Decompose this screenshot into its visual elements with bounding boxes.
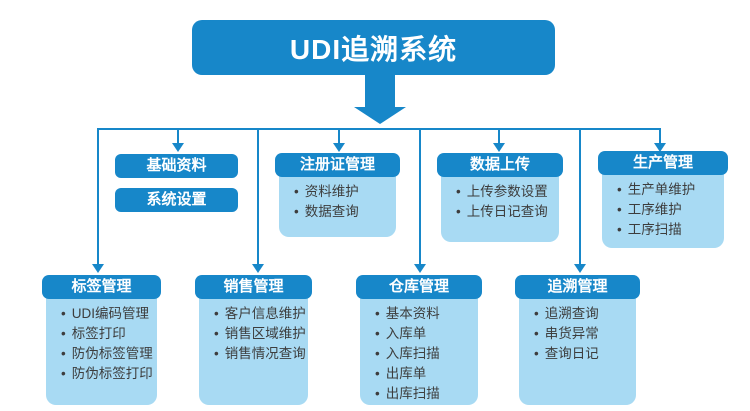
- panel-label-mgmt: 标签管理 UDI编码管理 标签打印 防伪标签管理 防伪标签打印: [42, 275, 161, 405]
- panel-item: 资料维护: [294, 182, 394, 202]
- panel-item: 防伪标签管理: [61, 344, 155, 364]
- panel-production: 生产管理 生产单维护 工序维护 工序扫描: [598, 151, 728, 248]
- root-arrow: [354, 75, 406, 124]
- panel-item: 入库单: [375, 324, 476, 344]
- panel-item: 销售区域维护: [214, 324, 306, 344]
- panel-data-upload: 数据上传 上传参数设置 上传日记查询: [437, 153, 563, 242]
- panel-item: 标签打印: [61, 324, 155, 344]
- drop-arrow-registration: [333, 143, 345, 152]
- panel-registration-body: 资料维护 数据查询: [279, 165, 396, 237]
- drop-arrow-sales: [252, 264, 264, 273]
- panel-sales-mgmt: 销售管理 客户信息维护 销售区域维护 销售情况查询: [195, 275, 312, 405]
- panel-production-title: 生产管理: [598, 151, 728, 175]
- drop-arrow-basic: [172, 143, 184, 152]
- panel-item: 数据查询: [294, 202, 394, 222]
- panel-trace-mgmt-body: 追溯查询 串货异常 查询日记: [519, 287, 636, 405]
- panel-trace-mgmt-title: 追溯管理: [515, 275, 640, 299]
- panel-item: 上传参数设置: [456, 182, 557, 202]
- drop-arrow-production: [654, 143, 666, 152]
- panel-data-upload-title: 数据上传: [437, 153, 563, 177]
- drop-arrow-trace: [574, 264, 586, 273]
- panel-item: 上传日记查询: [456, 202, 557, 222]
- panel-item: UDI编码管理: [61, 304, 155, 324]
- panel-warehouse-mgmt: 仓库管理 基本资料 入库单 入库扫描 出库单 出库扫描: [356, 275, 482, 405]
- panel-item-list: 客户信息维护 销售区域维护 销售情况查询: [199, 287, 308, 364]
- node-basic-data: 基础资料: [115, 154, 238, 178]
- panel-sales-mgmt-title: 销售管理: [195, 275, 312, 299]
- panel-item-list: UDI编码管理 标签打印 防伪标签管理 防伪标签打印: [46, 287, 157, 384]
- panel-sales-mgmt-body: 客户信息维护 销售区域维护 销售情况查询: [199, 287, 308, 405]
- panel-item: 生产单维护: [617, 180, 722, 200]
- drop-arrow-label: [92, 264, 104, 273]
- panel-data-upload-body: 上传参数设置 上传日记查询: [441, 165, 559, 242]
- drop-arrow-upload: [493, 143, 505, 152]
- panel-item: 工序扫描: [617, 220, 722, 240]
- panel-item-list: 基本资料 入库单 入库扫描 出库单 出库扫描: [360, 287, 478, 404]
- drop-arrow-warehouse: [414, 264, 426, 273]
- panel-production-body: 生产单维护 工序维护 工序扫描: [602, 163, 724, 248]
- panel-item-list: 追溯查询 串货异常 查询日记: [519, 287, 636, 364]
- root-node: UDI追溯系统: [192, 20, 555, 75]
- panel-label-mgmt-body: UDI编码管理 标签打印 防伪标签管理 防伪标签打印: [46, 287, 157, 405]
- panel-item: 客户信息维护: [214, 304, 306, 324]
- panel-item: 出库扫描: [375, 384, 476, 404]
- panel-item: 出库单: [375, 364, 476, 384]
- panel-item-list: 生产单维护 工序维护 工序扫描: [602, 163, 724, 240]
- node-system-settings: 系统设置: [115, 188, 238, 212]
- panel-item: 串货异常: [534, 324, 634, 344]
- panel-item: 追溯查询: [534, 304, 634, 324]
- panel-item: 防伪标签打印: [61, 364, 155, 384]
- panel-trace-mgmt: 追溯管理 追溯查询 串货异常 查询日记: [515, 275, 640, 405]
- root-title: UDI追溯系统: [289, 33, 458, 65]
- panel-item: 销售情况查询: [214, 344, 306, 364]
- panel-item-list: 上传参数设置 上传日记查询: [441, 165, 559, 222]
- panel-item: 工序维护: [617, 200, 722, 220]
- panel-registration-title: 注册证管理: [275, 153, 400, 177]
- panel-item: 基本资料: [375, 304, 476, 324]
- panel-warehouse-mgmt-body: 基本资料 入库单 入库扫描 出库单 出库扫描: [360, 287, 478, 405]
- panel-label-mgmt-title: 标签管理: [42, 275, 161, 299]
- panel-item: 入库扫描: [375, 344, 476, 364]
- panel-item: 查询日记: [534, 344, 634, 364]
- panel-item-list: 资料维护 数据查询: [279, 165, 396, 222]
- panel-warehouse-mgmt-title: 仓库管理: [356, 275, 482, 299]
- panel-registration: 注册证管理 资料维护 数据查询: [275, 153, 400, 237]
